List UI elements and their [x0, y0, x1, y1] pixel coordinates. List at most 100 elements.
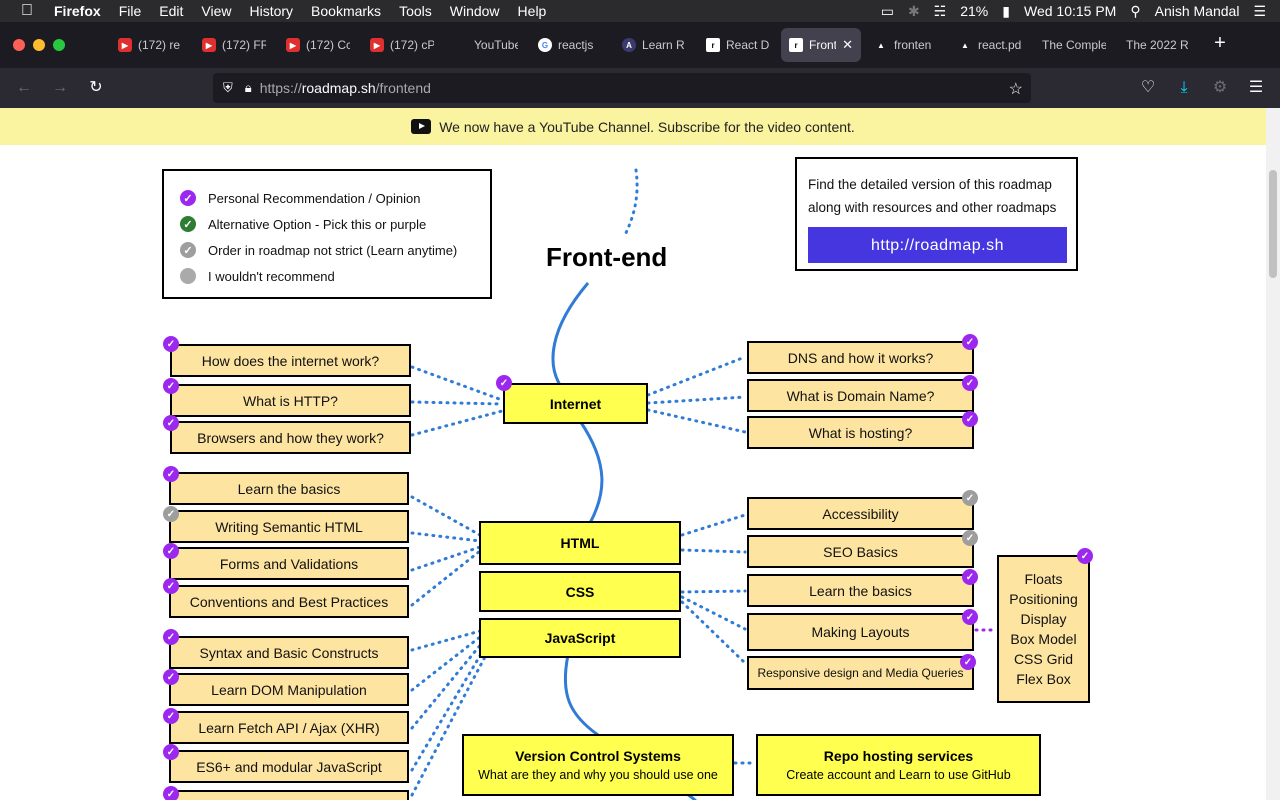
downloads-icon[interactable]: ⤓ [1180, 79, 1188, 96]
battery-icon[interactable]: ▮ [1002, 2, 1010, 19]
hub-internet[interactable]: Internet [503, 383, 648, 424]
cast-icon[interactable]: ▭ [880, 2, 894, 19]
hub-repo-hosting[interactable]: Repo hosting services Create account and… [756, 734, 1041, 796]
learn-icon: A [622, 38, 636, 52]
topic-node[interactable]: What is hosting? [747, 416, 974, 449]
topic-node[interactable]: What is Domain Name? [747, 379, 974, 412]
list-item[interactable]: Box Model [1010, 631, 1077, 647]
list-item[interactable]: Positioning [1009, 591, 1078, 607]
menu-file[interactable]: File [118, 3, 142, 19]
browser-tab[interactable]: ▶(172) FR [194, 28, 274, 62]
new-tab-button[interactable]: + [1214, 32, 1226, 54]
clock[interactable]: Wed 10:15 PM [1023, 3, 1117, 19]
tab-label: fronten [894, 38, 932, 52]
topic-node[interactable]: Forms and Validations [169, 547, 409, 580]
forward-button[interactable]: → [52, 79, 68, 96]
menu-history[interactable]: History [249, 3, 294, 19]
purple-check-icon: ✓ [163, 786, 179, 800]
bluetooth-icon[interactable]: ✱ [907, 2, 920, 19]
menu-help[interactable]: Help [517, 3, 547, 19]
lock-icon[interactable]: 🔒︎ [244, 80, 252, 95]
menu-app-name[interactable]: Firefox [54, 3, 101, 19]
reload-button[interactable]: ↻ [89, 79, 103, 96]
pocket-icon[interactable]: ♡ [1140, 79, 1156, 96]
topic-node[interactable]: DNS and how it works? [747, 341, 974, 374]
list-item[interactable]: Floats [1024, 571, 1063, 587]
layout-topics-list[interactable]: Floats Positioning Display Box Model CSS… [997, 555, 1090, 703]
spotlight-search-icon[interactable]: ⚲ [1130, 2, 1141, 19]
tab-label: (172) cP [390, 38, 434, 52]
control-center-icon[interactable]: ☰ [1253, 2, 1266, 19]
scrollbar-thumb[interactable] [1269, 170, 1277, 278]
youtube-play-icon [411, 119, 432, 134]
topic-node[interactable]: Learn the basics [747, 574, 974, 607]
list-item[interactable]: Flex Box [1016, 671, 1071, 687]
topic-node[interactable]: How does the internet work? [170, 344, 411, 377]
topic-node[interactable]: Conventions and Best Practices [169, 585, 409, 618]
apple-menu-icon[interactable]:  [0, 2, 54, 20]
hamburger-menu-icon[interactable]: ☰ [1248, 79, 1264, 96]
connector-line [680, 513, 747, 537]
wifi-icon[interactable]: ☵ [933, 2, 947, 19]
window-zoom-button[interactable] [53, 39, 65, 51]
topic-node[interactable]: Browsers and how they work? [170, 421, 411, 454]
hub-html[interactable]: HTML [479, 521, 681, 565]
menu-bookmarks[interactable]: Bookmarks [311, 3, 382, 19]
topic-node[interactable]: What is HTTP? [170, 384, 411, 417]
browser-tab[interactable]: ▶(172) re [110, 28, 190, 62]
window-minimize-button[interactable] [33, 39, 45, 51]
browser-tab[interactable]: ▶(172) cP [362, 28, 442, 62]
vercel-icon: ▲ [877, 40, 885, 50]
url-bar[interactable]: ⛨ 🔒︎ https://roadmap.sh/frontend ☆ [213, 73, 1031, 103]
window-close-button[interactable] [13, 39, 25, 51]
roadmap-link-button[interactable]: http://roadmap.sh [808, 227, 1067, 263]
hub-javascript[interactable]: JavaScript [479, 618, 681, 658]
hub-version-control[interactable]: Version Control Systems What are they an… [462, 734, 734, 796]
topic-node[interactable]: Responsive design and Media Queries [747, 656, 974, 690]
browser-tab[interactable]: The 2022 R [1118, 28, 1198, 62]
browser-tab[interactable]: ▲react.pd [950, 28, 1030, 62]
extension-icon[interactable]: ⚙ [1212, 79, 1228, 96]
top-dotted-line [623, 168, 639, 237]
tab-label: The 2022 R [1126, 38, 1189, 52]
browser-tab[interactable]: The Comple [1034, 28, 1114, 62]
bookmark-star-icon[interactable]: ☆ [1008, 81, 1023, 98]
browser-tab[interactable]: ▲ fronten [866, 28, 946, 62]
user-name[interactable]: Anish Mandal [1154, 3, 1240, 19]
topic-node[interactable]: Learn DOM Manipulation [169, 673, 409, 706]
list-item[interactable]: CSS Grid [1013, 651, 1074, 667]
connector-line [646, 355, 747, 397]
topic-node[interactable]: Learn the basics [169, 472, 409, 505]
topic-node[interactable]: ES6+ and modular JavaScript [169, 750, 409, 783]
topic-node[interactable]: Accessibility [747, 497, 974, 530]
topic-node[interactable]: Syntax and Basic Constructs [169, 636, 409, 669]
browser-tab[interactable]: YouTube [466, 28, 526, 62]
menu-window[interactable]: Window [449, 3, 500, 19]
youtube-banner[interactable]: We now have a YouTube Channel. Subscribe… [0, 108, 1266, 145]
page-scrollbar[interactable] [1266, 108, 1280, 800]
menu-tools[interactable]: Tools [399, 3, 432, 19]
spine-line [563, 654, 599, 737]
menu-edit[interactable]: Edit [159, 3, 184, 19]
tab-label: React D [726, 38, 770, 52]
close-tab-icon[interactable]: ✕ [842, 37, 853, 52]
topic-node[interactable]: Learn Fetch API / Ajax (XHR) [169, 711, 409, 744]
back-button[interactable]: ← [16, 79, 32, 96]
topic-node[interactable]: Making Layouts [747, 613, 974, 651]
topic-node[interactable]: SEO Basics [747, 535, 974, 568]
purple-check-icon: ✓ [163, 629, 179, 645]
hub-css[interactable]: CSS [479, 571, 681, 612]
hub-subtitle: Create account and Learn to use GitHub [786, 768, 1011, 782]
browser-tab[interactable]: ▶(172) Cc [278, 28, 358, 62]
connector-line [410, 400, 504, 406]
topic-node[interactable]: Writing Semantic HTML [169, 510, 409, 543]
hub-subtitle: What are they and why you should use one [478, 768, 718, 782]
shield-icon[interactable]: ⛨ [223, 80, 233, 95]
topic-node[interactable] [169, 790, 409, 800]
list-item[interactable]: Display [1020, 611, 1067, 627]
menu-view[interactable]: View [201, 3, 232, 19]
